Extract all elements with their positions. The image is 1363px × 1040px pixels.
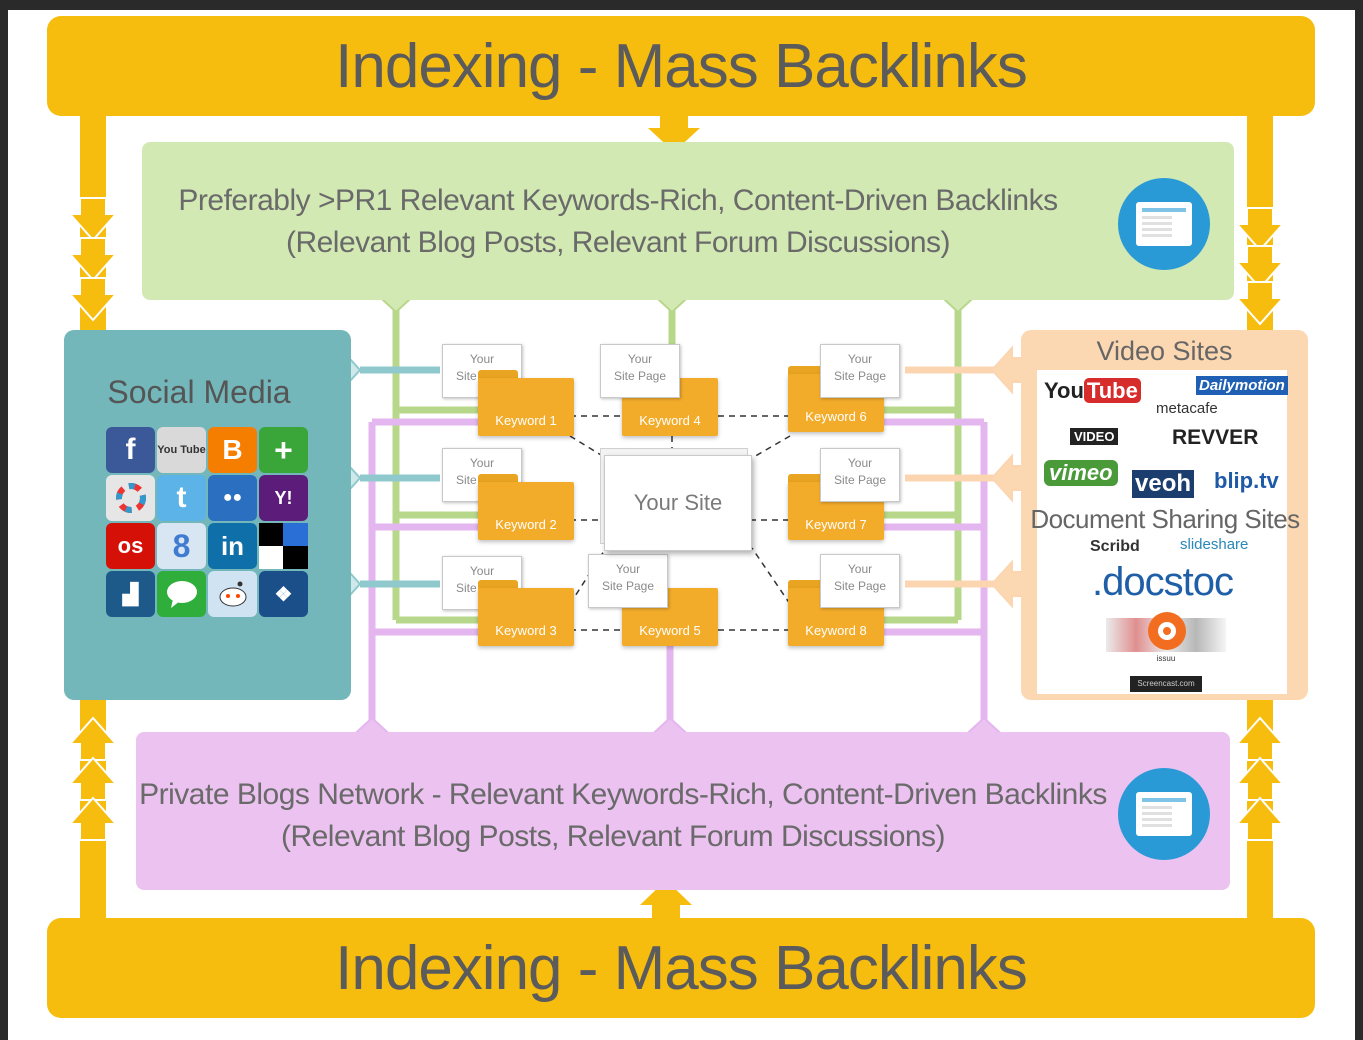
rail-arrow-left-up-3 <box>67 796 119 841</box>
rail-arrow-right-1 <box>1234 207 1286 252</box>
google-icon: 8 <box>157 523 206 569</box>
flickr-icon: ●● <box>208 475 257 521</box>
keyword-folder-2: Keyword 2 <box>478 474 574 540</box>
issuu-label: issuu <box>1156 654 1176 663</box>
video-sites-title: Video Sites <box>1096 336 1233 366</box>
issuu-logo: issuu <box>1106 606 1226 664</box>
rail-arrow-left-up-1 <box>67 716 119 761</box>
docstoc-logo: .docstoc <box>1092 560 1234 604</box>
dailymotion-logo: Dailymotion <box>1196 376 1288 395</box>
bottom-panel-text: Private Blogs Network - Relevant Keyword… <box>136 774 1230 858</box>
myspace-icon: ▟ <box>106 571 155 617</box>
metacafe-logo: metacafe <box>1156 400 1218 417</box>
bottom-panel-line2: (Relevant Blog Posts, Relevant Forum Dis… <box>280 820 946 853</box>
arrow-bottom-up <box>640 880 692 918</box>
rail-arrow-left-3 <box>67 277 119 322</box>
scribd-logo: Scribd <box>1090 538 1140 555</box>
private-blogs-panel <box>136 732 1230 890</box>
delicious-icon <box>259 523 308 569</box>
rail-arrow-right-up-1 <box>1234 716 1286 761</box>
slideshare-logo: slideshare <box>1180 536 1249 553</box>
social-media-icon-grid: f You Tube B + t ●● Y! os 8 in ▟ ❖ <box>106 427 310 623</box>
your-site-label: Your Site <box>633 490 723 515</box>
linkedin-icon: in <box>208 523 257 569</box>
rail-arrow-left-up-2 <box>67 756 119 801</box>
keyword-folder-3: Keyword 3 <box>478 580 574 646</box>
facebook-icon: f <box>106 427 155 473</box>
forum-post-icon <box>1118 768 1210 860</box>
rail-arrow-right-2 <box>1234 245 1286 290</box>
chat-icon <box>157 571 206 617</box>
youtube-icon: You Tube <box>157 427 206 473</box>
google-plus-icon: + <box>259 427 308 473</box>
top-banner: Indexing - Mass Backlinks <box>47 16 1315 116</box>
revver-logo: REVVER <box>1172 426 1259 449</box>
reddit-icon <box>208 571 257 617</box>
twitter-icon: t <box>157 475 206 521</box>
screencast-logo: Screencast.com <box>1130 676 1202 692</box>
your-site-box: Your Site <box>604 455 752 551</box>
top-backlinks-panel <box>142 142 1234 300</box>
social-media-title: Social Media <box>107 374 291 410</box>
veoh-logo: veoh <box>1132 470 1195 498</box>
msn-icon: ❖ <box>259 571 308 617</box>
yahoo-icon: Y! <box>259 475 308 521</box>
keyword-folder-8: Keyword 8 <box>788 580 884 646</box>
keyword-folder-1: Keyword 1 <box>478 370 574 436</box>
rail-arrow-left-2 <box>67 237 119 282</box>
blogger-icon: B <box>208 427 257 473</box>
yahoo-video-logo: VIDEO <box>1070 428 1119 445</box>
rail-arrow-right-3 <box>1234 281 1286 326</box>
bottom-panel-line1: Private Blogs Network - Relevant Keyword… <box>139 778 1107 811</box>
picasa-icon <box>106 475 155 521</box>
rail-arrow-right-up-2 <box>1234 756 1286 801</box>
vimeo-logo: vimeo <box>1044 460 1118 486</box>
bottom-banner: Indexing - Mass Backlinks <box>47 918 1315 1018</box>
rail-arrow-right-up-3 <box>1234 796 1286 841</box>
rail-arrow-left-1 <box>67 197 119 242</box>
bliptv-logo: blip.tv <box>1214 468 1279 493</box>
top-panel-line1: Preferably >PR1 Relevant Keywords-Rich, … <box>178 184 1058 217</box>
arrow-top-down <box>648 114 700 152</box>
lastfm-icon: os <box>106 523 155 569</box>
top-panel-line2: (Relevant Blog Posts, Relevant Forum Dis… <box>285 226 951 259</box>
document-sharing-title: Document Sharing Sites <box>1030 504 1300 534</box>
blog-post-icon <box>1118 178 1210 270</box>
top-panel-text: Preferably >PR1 Relevant Keywords-Rich, … <box>142 180 1234 264</box>
